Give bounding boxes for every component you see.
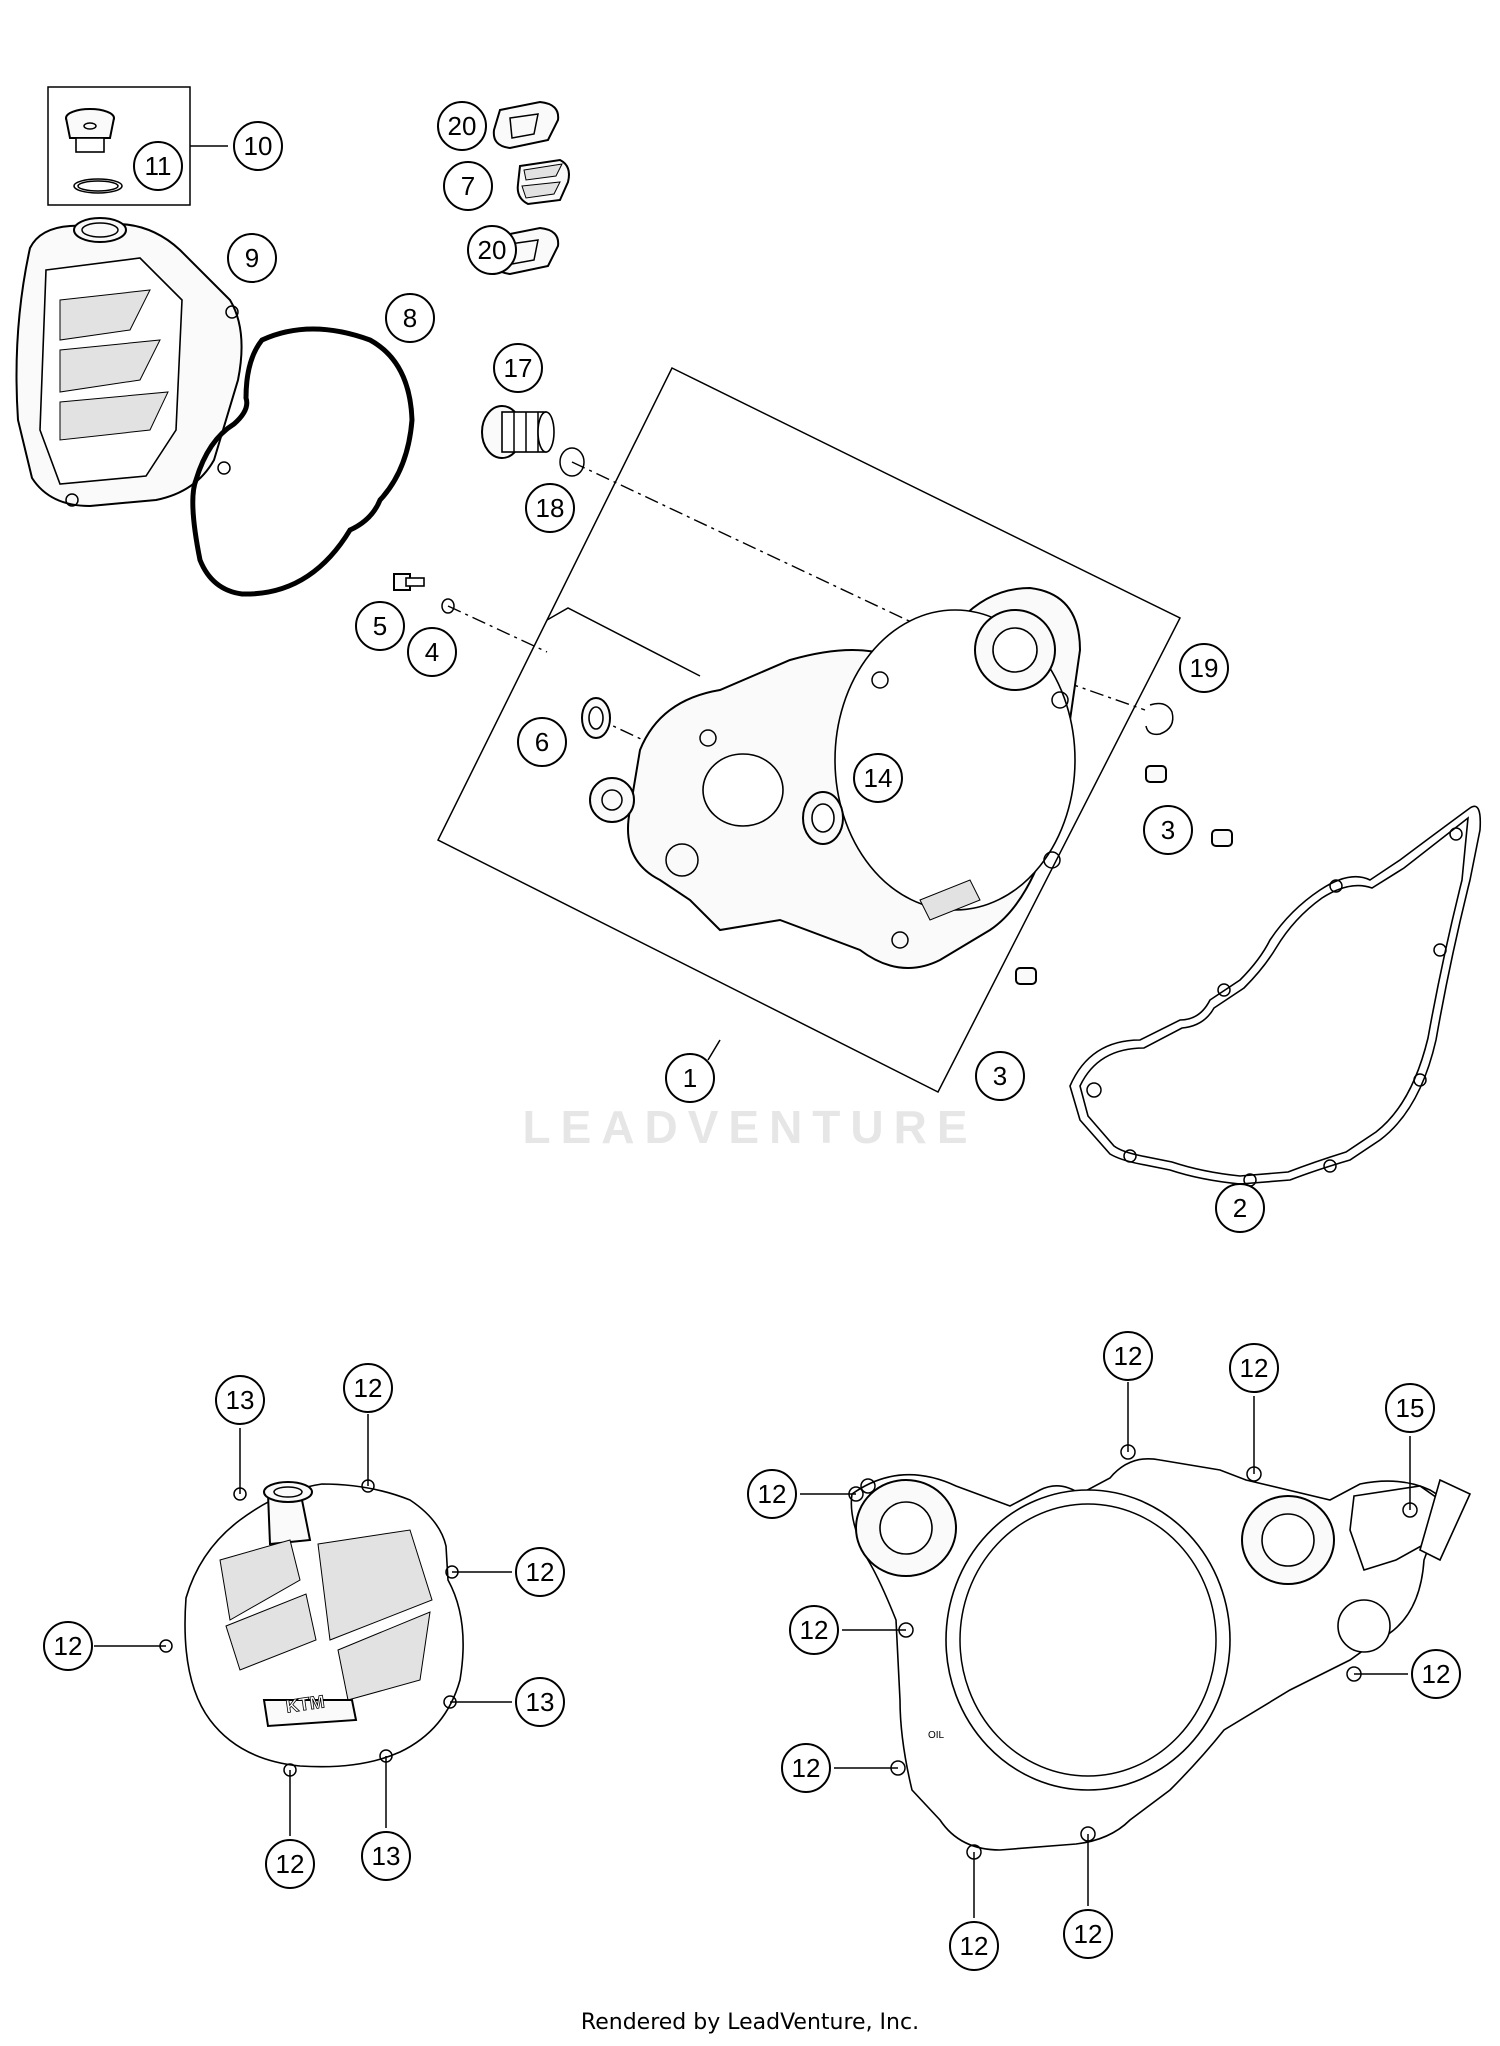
callout-17: 17 <box>493 343 543 393</box>
callout-13-a: 13 <box>215 1375 265 1425</box>
callout-20-bottom: 20 <box>467 225 517 275</box>
callout-6: 6 <box>517 717 567 767</box>
svg-text:13: 13 <box>372 1841 401 1871</box>
callout-r12-b: 12 <box>1229 1343 1279 1393</box>
svg-text:7: 7 <box>461 171 475 201</box>
callout-20-top: 20 <box>437 101 487 151</box>
callout-7: 7 <box>443 161 493 211</box>
svg-text:12: 12 <box>1240 1353 1269 1383</box>
callout-12-b: 12 <box>515 1547 565 1597</box>
svg-text:6: 6 <box>535 727 549 757</box>
dowel-sleeve-1 <box>1145 765 1167 783</box>
seal-part <box>581 697 611 739</box>
svg-text:3: 3 <box>1161 815 1175 845</box>
svg-text:12: 12 <box>792 1753 821 1783</box>
svg-text:19: 19 <box>1190 653 1219 683</box>
callout-12-a: 12 <box>343 1363 393 1413</box>
callout-r15: 15 <box>1385 1383 1435 1433</box>
svg-text:12: 12 <box>960 1931 989 1961</box>
svg-text:12: 12 <box>276 1849 305 1879</box>
svg-text:10: 10 <box>244 131 273 161</box>
callout-3-upper: 3 <box>1143 805 1193 855</box>
callout-13-b: 13 <box>515 1677 565 1727</box>
callout-1: 1 <box>665 1053 715 1103</box>
inner-cover-back: OIL <box>848 1444 1472 1860</box>
dowel-sleeve-3 <box>1015 967 1037 985</box>
svg-text:8: 8 <box>403 303 417 333</box>
callout-3-lower: 3 <box>975 1051 1025 1101</box>
clutch-cover-part <box>15 217 243 508</box>
callout-11: 11 <box>133 141 183 191</box>
svg-text:14: 14 <box>864 763 893 793</box>
svg-text:20: 20 <box>478 235 507 265</box>
footer-credit: Rendered by LeadVenture, Inc. <box>580 2010 920 2035</box>
svg-text:2: 2 <box>1233 1193 1247 1223</box>
callout-r12-f: 12 <box>781 1743 831 1793</box>
callout-12-d: 12 <box>265 1839 315 1889</box>
svg-text:12: 12 <box>54 1631 83 1661</box>
svg-text:12: 12 <box>1114 1341 1143 1371</box>
svg-text:12: 12 <box>1074 1919 1103 1949</box>
callout-4: 4 <box>407 627 457 677</box>
outer-clutch-cover: KTM <box>159 1479 464 1777</box>
svg-text:9: 9 <box>245 243 259 273</box>
svg-text:3: 3 <box>993 1061 1007 1091</box>
svg-text:18: 18 <box>536 493 565 523</box>
callout-14: 14 <box>853 753 903 803</box>
svg-text:12: 12 <box>354 1373 383 1403</box>
callout-12-c: 12 <box>43 1621 93 1671</box>
callout-9: 9 <box>227 233 277 283</box>
callout-r12-a: 12 <box>1103 1331 1153 1381</box>
cover-gasket-ring <box>190 326 415 597</box>
shaft-seal-part <box>481 405 555 459</box>
callout-r12-g: 12 <box>949 1921 999 1971</box>
filler-plug-part <box>65 108 123 194</box>
svg-text:12: 12 <box>800 1615 829 1645</box>
svg-text:1: 1 <box>683 1063 697 1093</box>
alignment-line-2 <box>447 605 548 653</box>
inner-clutch-housing <box>589 586 1082 969</box>
callout-13-c: 13 <box>361 1831 411 1881</box>
seal-ring-top <box>492 100 560 150</box>
circlip-part <box>1145 702 1174 736</box>
callout-8: 8 <box>385 293 435 343</box>
callout-r12-h: 12 <box>1063 1909 1113 1959</box>
svg-text:12: 12 <box>758 1479 787 1509</box>
svg-text:20: 20 <box>448 111 477 141</box>
svg-text:5: 5 <box>373 611 387 641</box>
callout-10: 10 <box>233 121 283 171</box>
svg-text:11: 11 <box>145 151 172 181</box>
callout-r12-e: 12 <box>1411 1649 1461 1699</box>
screw-part <box>393 573 425 591</box>
oil-mark: OIL <box>928 1730 945 1741</box>
svg-text:4: 4 <box>425 637 439 667</box>
callout-19: 19 <box>1179 643 1229 693</box>
svg-text:13: 13 <box>226 1385 255 1415</box>
dowel-sleeve-2 <box>1211 829 1233 847</box>
svg-text:12: 12 <box>526 1557 555 1587</box>
callout-2: 2 <box>1215 1183 1265 1233</box>
callout-5: 5 <box>355 601 405 651</box>
washer-part <box>441 598 455 614</box>
svg-text:15: 15 <box>1396 1393 1425 1423</box>
svg-text:17: 17 <box>504 353 533 383</box>
watermark: LEADVENTURE <box>522 1101 978 1153</box>
housing-frame <box>436 366 1182 1094</box>
leader-1 <box>707 1039 721 1061</box>
o-ring-small <box>559 447 585 477</box>
svg-text:12: 12 <box>1422 1659 1451 1689</box>
callout-r12-d: 12 <box>789 1605 839 1655</box>
callout-r12-c: 12 <box>747 1469 797 1519</box>
alignment-line-1 <box>571 461 1146 711</box>
callout-18: 18 <box>525 483 575 533</box>
plug-part <box>516 158 570 206</box>
svg-text:13: 13 <box>526 1687 555 1717</box>
